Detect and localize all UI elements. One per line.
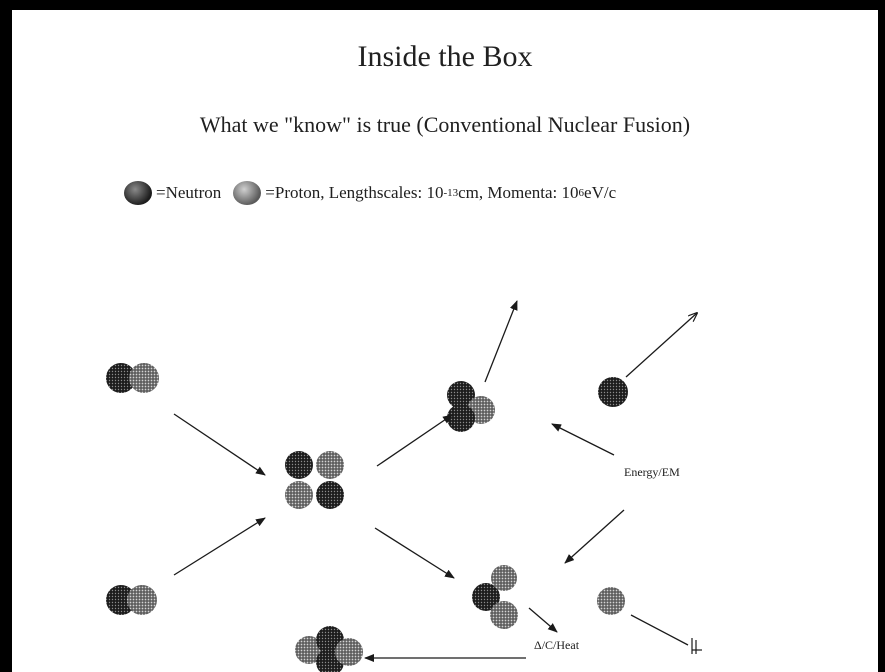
proton-legend-label: =Proton, Lengthscales: 10 [265,183,444,202]
neutron-out-tick-icon [691,638,702,654]
neutron-legend-icon [124,181,152,205]
momenta-exponent: 6 [578,187,585,199]
arrow-proton-out [625,313,697,378]
arrow-energy-in-lower [564,509,625,564]
arrow-neutron-out [630,614,689,646]
helium-3-nucleus [472,565,518,629]
neutron-right [597,587,625,615]
slide-title: Inside the Box [357,40,533,73]
deuteron-top-left [106,363,159,393]
arrow-helium-3-heat [528,607,558,633]
slide-subtitle: What we "know" is true (Conventional Nuc… [199,112,691,137]
proton-legend-icon [233,181,262,205]
proton-right [598,377,628,407]
heat-label: Δ/C/Heat [534,638,580,652]
deuteron-bottom-left [106,585,157,615]
legend: =Neutron =Proton, Lengthscales: 10-13 cm… [124,178,616,208]
arrow-energy-in-upper [551,423,615,456]
arrow-deuteron-in-top [173,413,266,476]
tritium-nucleus [447,381,495,432]
slide: Inside the Box What we "know" is true (C… [12,10,878,672]
lengthscale-unit: cm, Momenta: 10 [458,183,579,202]
lengthscale-exponent: -13 [443,187,459,199]
momenta-unit: eV/c [584,183,617,202]
arrow-deuteron-in-bottom [173,517,266,576]
arrow-to-helium-3 [374,527,455,579]
helium-4-product [295,626,363,672]
energy-em-label: Energy/EM [624,465,680,479]
helium-4-nucleus [285,451,344,509]
arrow-to-tritium [376,414,453,467]
arrow-tritium-out [484,300,518,383]
neutron-legend-label: =Neutron [156,183,222,202]
fusion-diagram [106,300,702,672]
